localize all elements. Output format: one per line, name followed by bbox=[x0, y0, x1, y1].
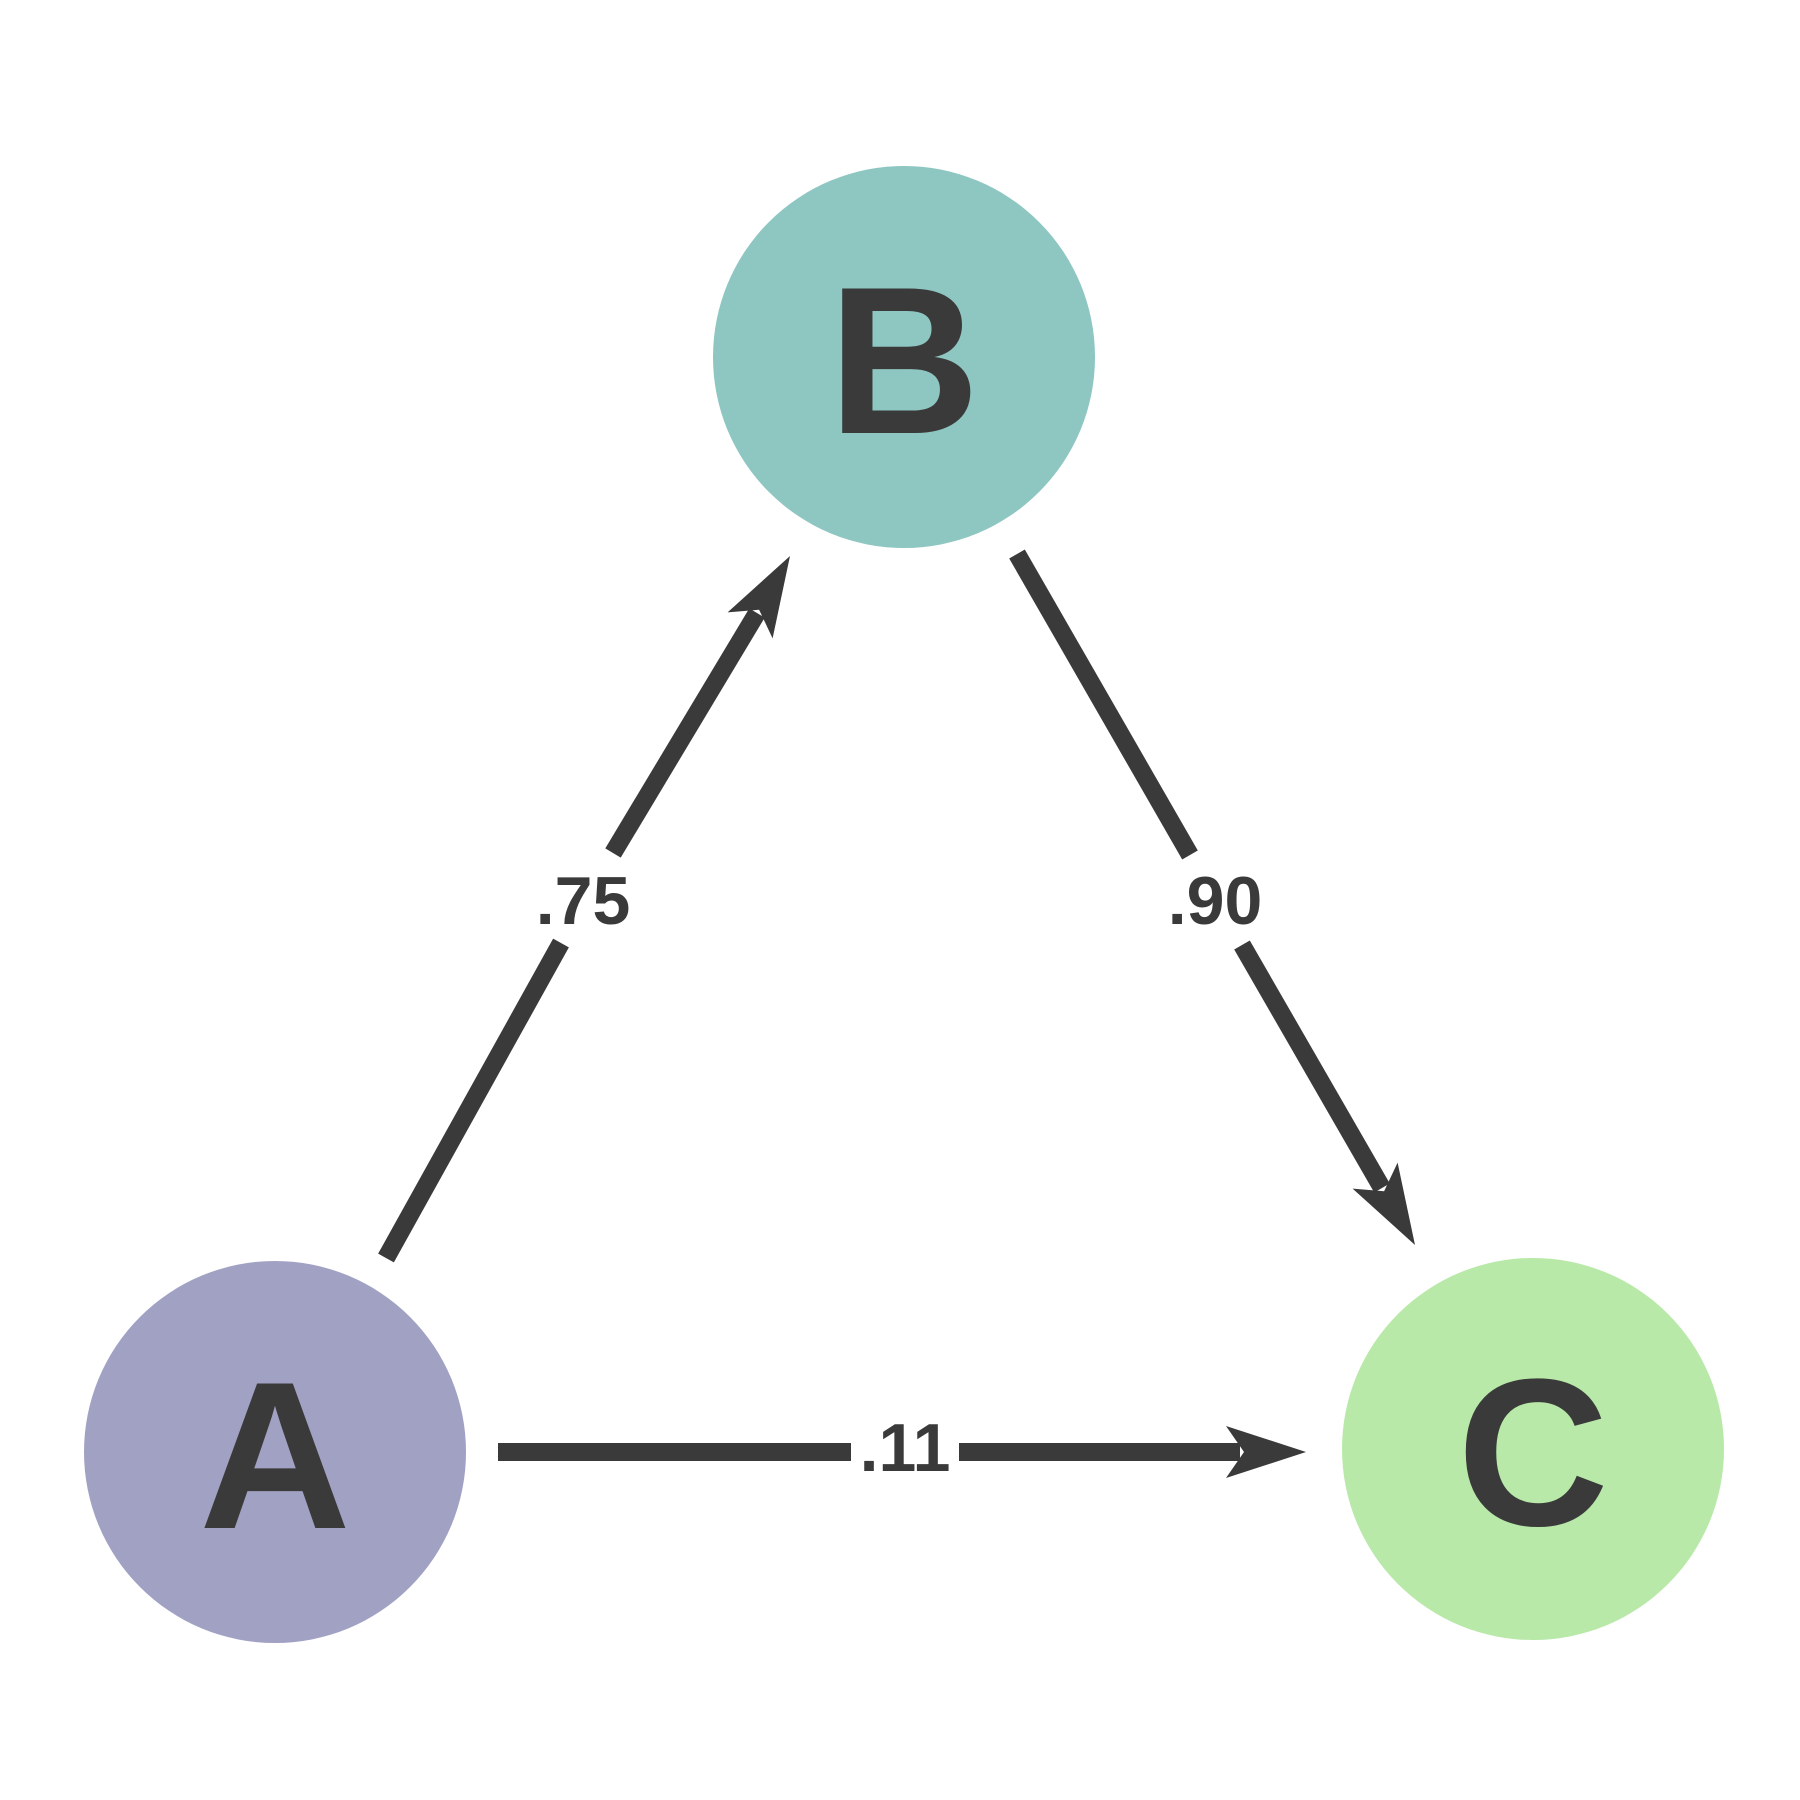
edge-a-to-c: .11 bbox=[498, 1410, 1306, 1486]
node-a-label: A bbox=[199, 1338, 351, 1573]
edge-b-c-line-segment bbox=[1234, 940, 1390, 1193]
node-b: B bbox=[713, 166, 1095, 548]
node-a-circle bbox=[84, 1261, 466, 1643]
edge-b-c-line-segment bbox=[1009, 549, 1198, 860]
edge-a-to-b: .75 bbox=[378, 556, 790, 1263]
node-a: A bbox=[84, 1261, 466, 1643]
node-c-label: C bbox=[1457, 1335, 1609, 1570]
edge-a-b-line-segment bbox=[378, 938, 569, 1263]
edge-b-to-c: .90 bbox=[1009, 549, 1415, 1245]
edge-a-b-weight-label: .75 bbox=[536, 863, 631, 939]
arrowhead-icon bbox=[727, 556, 790, 639]
edge-b-c-weight-label: .90 bbox=[1168, 863, 1263, 939]
arrowhead-icon bbox=[1226, 1426, 1306, 1478]
node-b-circle bbox=[713, 166, 1095, 548]
node-b-label: B bbox=[828, 243, 980, 478]
edge-a-c-weight-label: .11 bbox=[860, 1410, 951, 1486]
node-c-circle bbox=[1342, 1258, 1724, 1640]
arrowhead-icon bbox=[1352, 1162, 1415, 1245]
node-c: C bbox=[1342, 1258, 1724, 1640]
edge-a-b-line-segment bbox=[605, 608, 765, 858]
